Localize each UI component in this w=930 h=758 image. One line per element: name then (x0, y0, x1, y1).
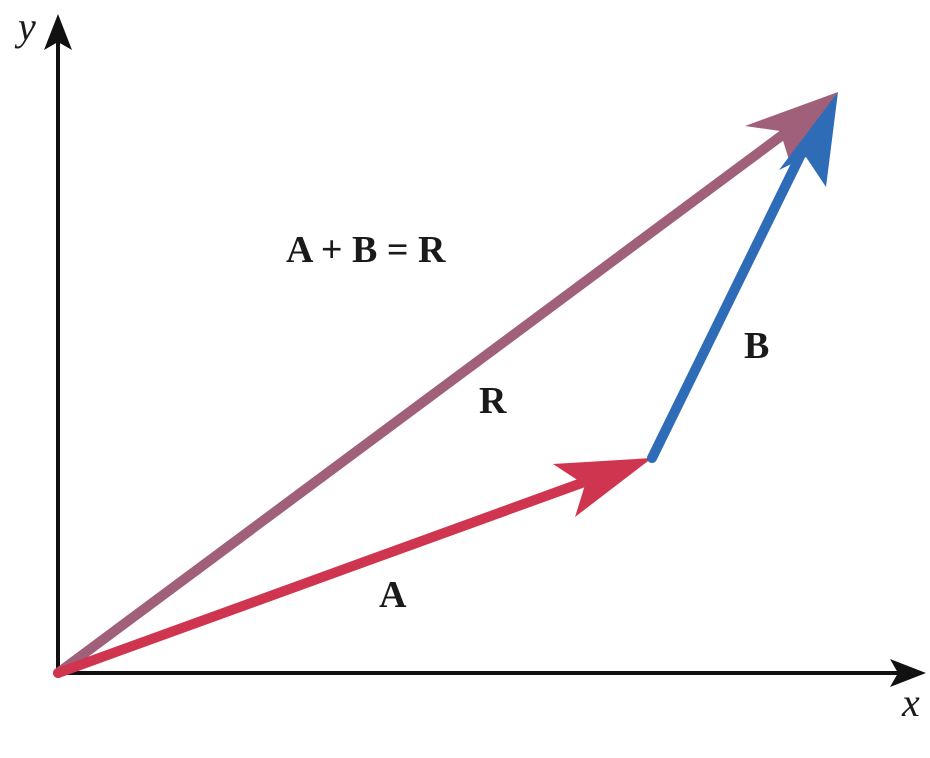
x-axis-arrowhead (890, 659, 926, 687)
vector-b-shaft (647, 135, 813, 463)
vector-r-label: R (479, 380, 507, 422)
x-axis-label: x (901, 680, 920, 725)
y-axis-arrowhead (44, 14, 72, 50)
equation-label: A + B = R (286, 229, 446, 271)
vector-b (647, 92, 838, 463)
vector-r-shaft (53, 117, 805, 678)
vector-a-shaft (53, 467, 617, 678)
vector-a-label: A (379, 574, 407, 616)
y-axis-label: y (14, 4, 36, 49)
vector-b-arrowhead (779, 92, 838, 187)
vector-a-arrowhead (553, 458, 652, 517)
vector-r-arrowhead (745, 92, 838, 163)
vector-a (53, 458, 652, 678)
vector-r (53, 92, 838, 678)
axes: y x (14, 4, 926, 725)
vector-b-label: B (744, 325, 769, 367)
